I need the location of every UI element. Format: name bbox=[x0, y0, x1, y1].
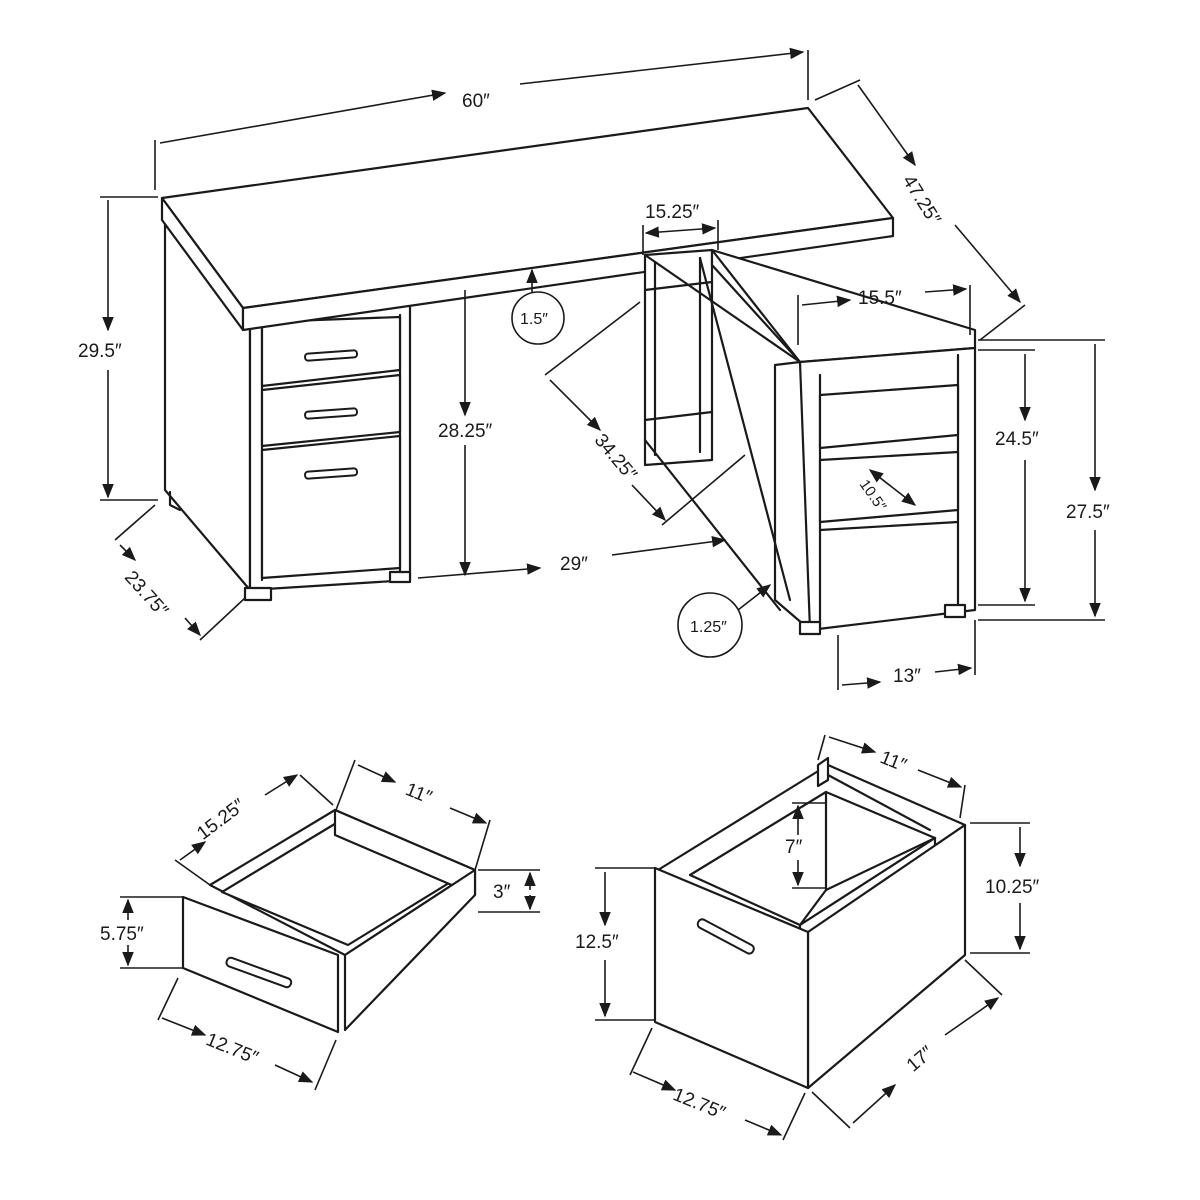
return-top bbox=[710, 248, 977, 364]
dim-leg-thickness-label: 1.25″ bbox=[690, 619, 727, 636]
dim-return-length-label: 34.25″ bbox=[590, 430, 641, 485]
file-drawer-dimensions: 11″ 7″ 10.25″ 12.5″ 12.75″ 17″ bbox=[575, 734, 1040, 1141]
file-drawer-depth-label: 17″ bbox=[903, 1042, 938, 1076]
desk-drawing bbox=[160, 106, 977, 636]
dim-shelf-base-width-label: 13″ bbox=[893, 666, 921, 687]
desk-dimensions: 60″ 47.25″ 29.5″ 23.75″ 28.25″ 29″ 1.5″ … bbox=[78, 47, 1110, 690]
dim-width-label: 60″ bbox=[462, 91, 490, 112]
dim-return-top-width-label: 15.25″ bbox=[645, 202, 700, 223]
dim-cabinet-depth-label: 23.75″ bbox=[120, 567, 172, 622]
dim-knee-height-label: 28.25″ bbox=[438, 421, 493, 442]
small-drawer-drawing bbox=[181, 808, 477, 1034]
dim-knee-width-label: 29″ bbox=[560, 554, 588, 575]
file-drawer-front-height-label: 12.5″ bbox=[575, 932, 619, 953]
file-drawer-drawing bbox=[653, 756, 967, 1090]
file-drawer-side-height-label: 10.25″ bbox=[985, 877, 1040, 898]
file-drawer-front bbox=[653, 866, 810, 1090]
small-drawer-front-height-label: 5.75″ bbox=[100, 924, 144, 945]
dim-shelf-width-label: 15.5″ bbox=[858, 288, 902, 309]
drawer-3 bbox=[260, 434, 402, 580]
return-end-panel bbox=[643, 248, 714, 467]
dim-top-thickness-label: 1.5″ bbox=[520, 311, 548, 328]
small-drawer-depth-label: 15.25″ bbox=[193, 795, 249, 845]
dim-depth-label: 47.25″ bbox=[898, 172, 945, 229]
small-drawer-front-width-label: 12.75″ bbox=[203, 1029, 261, 1069]
shelf-2 bbox=[818, 450, 960, 524]
small-drawer-width-label: 11″ bbox=[402, 779, 435, 808]
dim-height-label: 29.5″ bbox=[78, 341, 122, 362]
file-drawer-inner-height-label: 7″ bbox=[785, 837, 803, 858]
small-drawer-front bbox=[181, 895, 340, 1034]
dim-shelf-height-label: 27.5″ bbox=[1066, 502, 1110, 523]
shelf-1 bbox=[818, 383, 960, 450]
small-drawer-side-height-label: 3″ bbox=[493, 882, 511, 903]
file-drawer-width-label: 11″ bbox=[877, 747, 910, 776]
file-drawer-front-width-label: 12.75″ bbox=[670, 1084, 728, 1124]
dim-shelf-inner-height-label: 24.5″ bbox=[995, 429, 1039, 450]
